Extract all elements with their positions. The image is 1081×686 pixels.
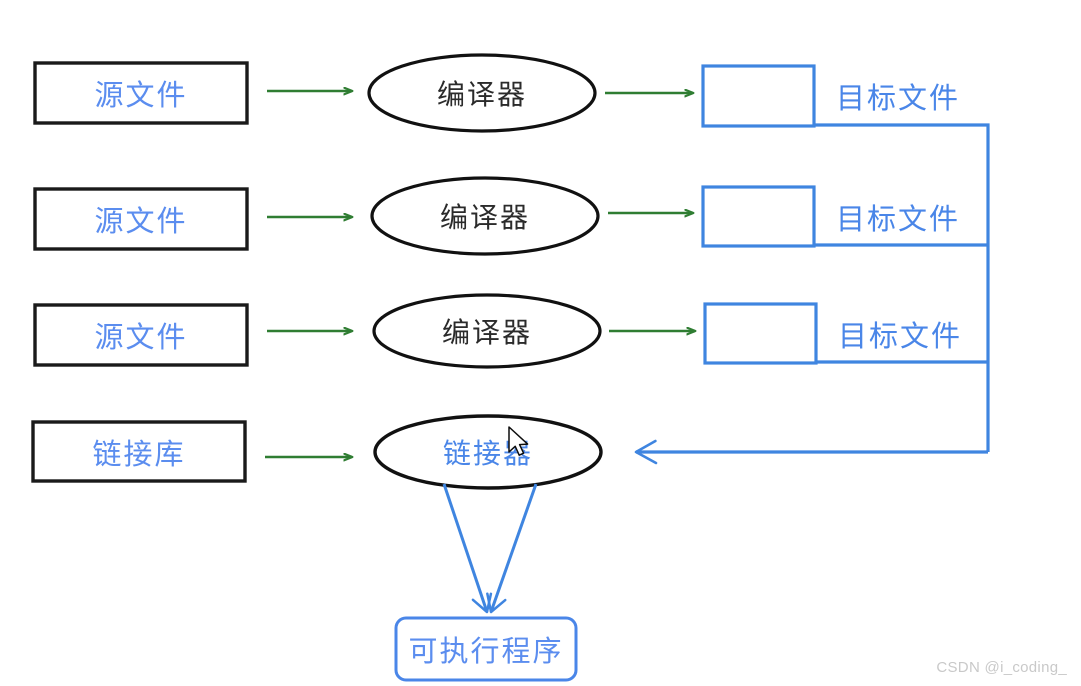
object-file-box-3 xyxy=(703,302,818,365)
object-file-box-1 xyxy=(701,64,816,128)
bus-connector-1 xyxy=(814,123,990,452)
compiler-ellipse-3 xyxy=(372,293,602,369)
executable-box xyxy=(394,616,578,682)
object-file-box-2 xyxy=(701,185,816,248)
link-library-box xyxy=(31,420,247,483)
source-file-box-2 xyxy=(33,187,249,251)
source-file-box-3 xyxy=(33,303,249,367)
csdn-watermark: CSDN @i_coding_ xyxy=(936,659,1067,676)
linker-to-exe-arrow-right xyxy=(486,483,538,614)
linker-to-exe-arrow-left xyxy=(442,483,493,614)
compiler-ellipse-1 xyxy=(367,53,597,133)
source-file-box-1 xyxy=(33,61,249,125)
linker-ellipse xyxy=(373,414,603,490)
compiler-ellipse-2 xyxy=(370,176,600,256)
